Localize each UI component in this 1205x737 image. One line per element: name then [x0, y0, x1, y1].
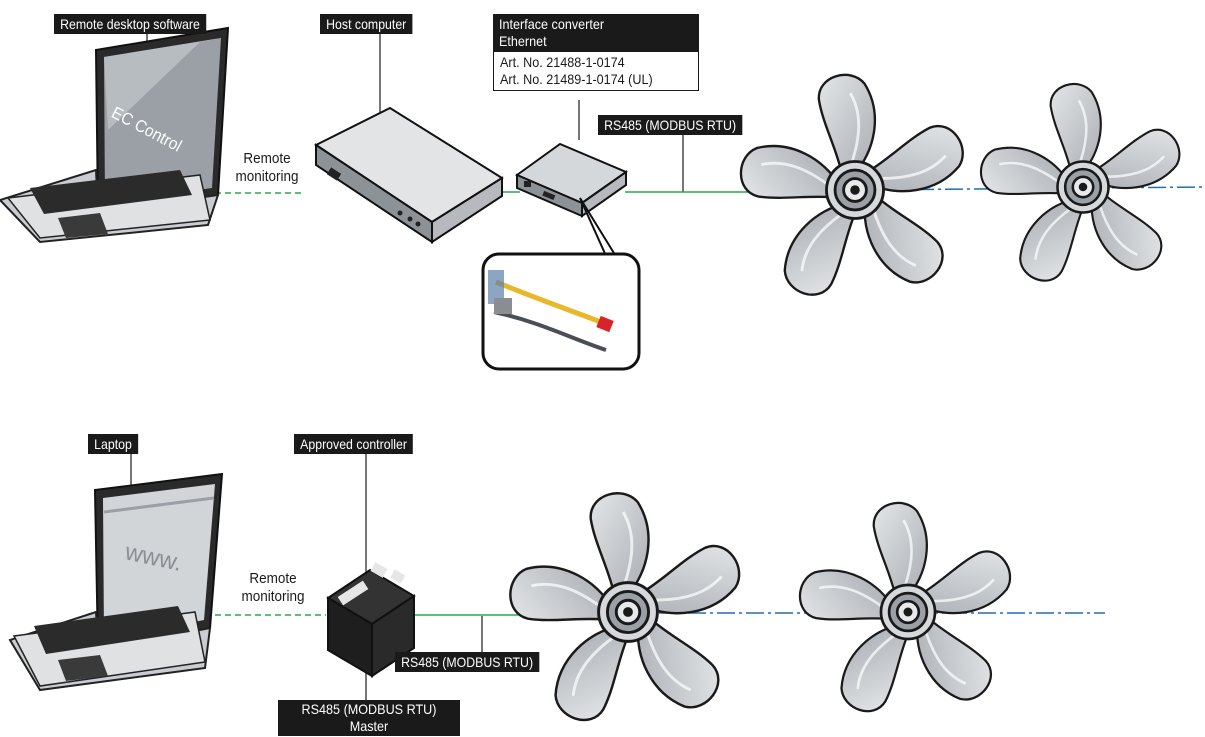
art-no-2: Art. No. 21489-1-0174 (UL): [500, 71, 653, 87]
interface-converter-icon: [514, 142, 629, 218]
remote-text: Remote: [243, 150, 291, 167]
rs485-label-top: RS485 (MODBUS RTU): [598, 115, 743, 135]
fan-icon: [734, 75, 970, 304]
remote-text: Remote: [249, 570, 297, 587]
fan-icon: [504, 493, 748, 730]
monitoring-text: monitoring: [235, 168, 299, 185]
converter-title-1: Interface converter: [499, 16, 605, 32]
fan-icon: [975, 84, 1186, 289]
laptop-label: Remote desktop software: [54, 14, 207, 34]
remote-monitoring-bottom: Remote monitoring: [233, 570, 314, 606]
monitoring-text: monitoring: [241, 588, 305, 605]
master-label-1: RS485 (MODBUS RTU): [301, 701, 437, 717]
laptop-icon: [0, 26, 230, 244]
master-label: RS485 (MODBUS RTU) Master: [278, 700, 460, 736]
host-computer-icon: [314, 106, 504, 244]
master-label-2: Master: [349, 718, 389, 734]
controller-label: Approved controller: [294, 434, 414, 454]
converter-title-2: Ethernet: [499, 33, 547, 49]
laptop-icon: [8, 472, 224, 692]
art-no-1: Art. No. 21488-1-0174: [500, 54, 625, 70]
host-computer-label: Host computer: [320, 14, 413, 34]
ethernet-cable-icon: [481, 197, 641, 371]
rs485-label-bottom: RS485 (MODBUS RTU): [395, 652, 540, 672]
remote-monitoring-top: Remote monitoring: [227, 150, 308, 186]
controller-icon: [326, 562, 416, 678]
fan-icon: [794, 503, 1018, 720]
laptop-label-bottom: Laptop: [88, 434, 139, 454]
converter-callout: Interface converter Ethernet Art. No. 21…: [493, 14, 699, 91]
